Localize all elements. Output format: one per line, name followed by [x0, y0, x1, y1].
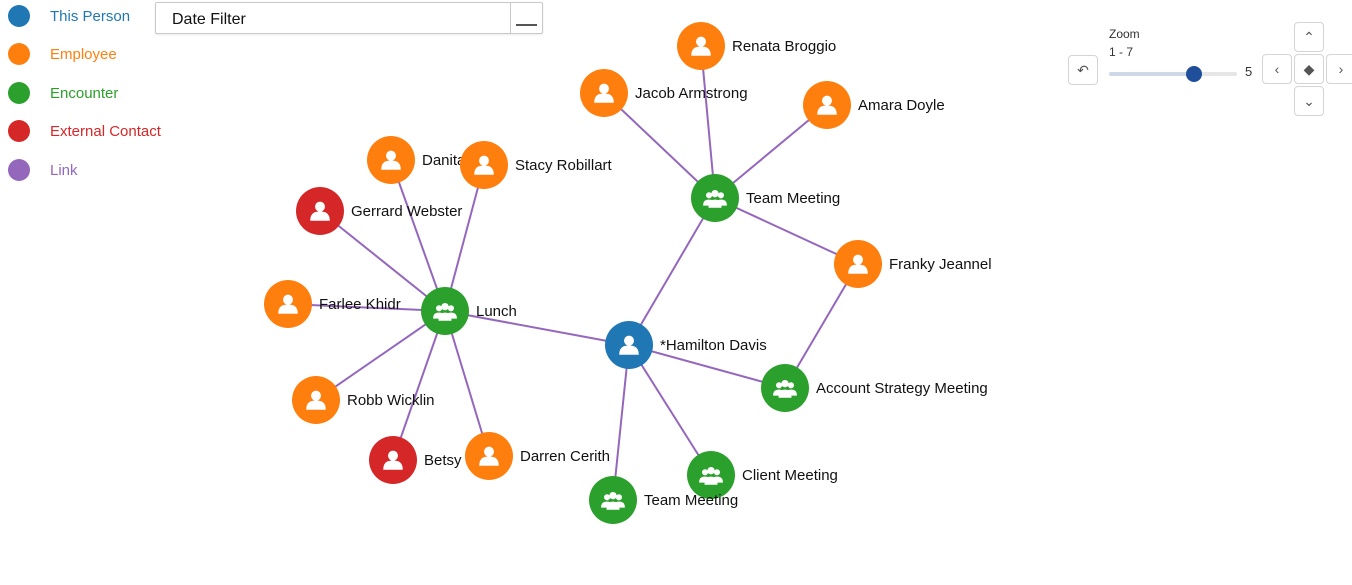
node-label: Team Meeting [746, 190, 840, 207]
center-button[interactable]: ◆ [1294, 54, 1324, 84]
node-farlee[interactable]: Farlee Khidr [264, 280, 401, 328]
node-team1[interactable]: Team Meeting [691, 174, 840, 222]
link-lunch-stacy [444, 164, 485, 312]
zoom-slider-fill [1109, 72, 1195, 76]
node-danita[interactable]: Danita [367, 136, 466, 184]
link-hamilton-team1 [628, 197, 716, 346]
node-client[interactable]: Client Meeting [687, 451, 838, 499]
legend-label: This Person [50, 7, 131, 25]
diamond-icon: ◆ [1303, 60, 1315, 77]
legend-swatch [8, 82, 30, 104]
link-hamilton-acct [628, 344, 786, 389]
date-filter-collapse-button[interactable] [510, 3, 542, 33]
legend-swatch [8, 5, 30, 27]
date-filter[interactable]: Date Filter [155, 2, 543, 34]
zoom-slider[interactable] [1109, 66, 1237, 82]
node-renata[interactable]: Renata Broggio [677, 22, 836, 70]
chevron-left-icon: ‹ [1274, 61, 1280, 77]
node-label: Robb Wicklin [347, 392, 435, 409]
legend-swatch [8, 159, 30, 181]
link-lunch-robb [315, 310, 446, 401]
link-lunch-gerrard [319, 210, 446, 312]
node-label: Team Meeting [644, 492, 738, 509]
node-hamilton[interactable]: *Hamilton Davis [605, 321, 767, 369]
node-darren[interactable]: Darren Cerith [465, 432, 610, 480]
node-team2[interactable]: Team Meeting [589, 476, 738, 524]
link-team1-renata [700, 45, 716, 199]
link-lunch-danita [390, 159, 446, 312]
node-circle[interactable] [589, 476, 637, 524]
link-hamilton-client [628, 344, 712, 476]
link-lunch-darren [444, 310, 490, 457]
node-robb[interactable]: Robb Wicklin [292, 376, 435, 424]
link-team1-amara [714, 104, 828, 199]
node-label: Account Strategy Meeting [816, 380, 988, 397]
node-circle[interactable] [687, 451, 735, 499]
node-label: Farlee Khidr [319, 296, 401, 313]
node-gerrard[interactable]: Gerrard Webster [296, 187, 462, 235]
node-label: *Hamilton Davis [660, 337, 767, 354]
node-jacob[interactable]: Jacob Armstrong [580, 69, 748, 117]
link-hamilton-lunch [444, 310, 630, 346]
link-team1-franky [714, 197, 859, 265]
node-label: Renata Broggio [732, 38, 836, 55]
node-label: Client Meeting [742, 467, 838, 484]
node-label: Amara Doyle [858, 97, 945, 114]
chevron-up-icon: ⌃ [1303, 28, 1315, 45]
link-team1-jacob [603, 92, 716, 199]
legend-label: Employee [50, 45, 117, 63]
pan-left-button[interactable]: ‹ [1262, 54, 1292, 84]
legend-swatch [8, 43, 30, 65]
node-label: Jacob Armstrong [635, 85, 748, 102]
node-amara[interactable]: Amara Doyle [803, 81, 945, 129]
legend-item-external-contact: External Contact [8, 119, 161, 143]
node-stacy[interactable]: Stacy Robillart [460, 141, 613, 189]
link-hamilton-team2 [612, 344, 630, 501]
node-circle[interactable] [691, 174, 739, 222]
zoom-value: 5 [1245, 64, 1253, 79]
legend-swatch [8, 120, 30, 142]
node-label: Gerrard Webster [351, 203, 462, 220]
node-circle[interactable] [421, 287, 469, 335]
legend-item-this-person: This Person [8, 4, 130, 28]
node-label: Franky Jeannel [889, 256, 992, 273]
link-lunch-farlee [287, 303, 446, 312]
node-label: Stacy Robillart [515, 157, 613, 174]
legend-label: External Contact [50, 122, 161, 140]
zoom-title: Zoom [1109, 27, 1140, 41]
chevron-right-icon: › [1338, 61, 1344, 77]
legend-label: Link [50, 161, 78, 179]
minimize-icon [516, 24, 537, 26]
reset-zoom-button[interactable]: ↶ [1068, 55, 1098, 85]
legend-item-link: Link [8, 158, 78, 182]
pan-down-button[interactable]: ⌄ [1294, 86, 1324, 116]
zoom-panel: ↶ Zoom 1 - 7 5 ⌃ ‹ ◆ › ⌄ [1060, 18, 1352, 128]
node-franky[interactable]: Franky Jeannel [834, 240, 992, 288]
node-circle[interactable] [761, 364, 809, 412]
undo-icon: ↶ [1077, 61, 1089, 78]
legend-item-employee: Employee [8, 42, 117, 66]
link-lunch-betsy [392, 310, 446, 461]
chevron-down-icon: ⌄ [1303, 92, 1315, 109]
node-label: Lunch [476, 303, 517, 320]
pan-right-button[interactable]: › [1326, 54, 1352, 84]
legend-label: Encounter [50, 84, 119, 102]
zoom-slider-thumb[interactable] [1186, 66, 1203, 82]
node-label: Danita [422, 152, 466, 169]
node-acct[interactable]: Account Strategy Meeting [761, 364, 988, 412]
legend-item-encounter: Encounter [8, 81, 118, 105]
date-filter-label: Date Filter [172, 11, 246, 28]
links-layer [287, 45, 859, 501]
zoom-range: 1 - 7 [1109, 45, 1134, 59]
pan-up-button[interactable]: ⌃ [1294, 22, 1324, 52]
node-lunch[interactable]: Lunch [421, 287, 517, 335]
node-label: Darren Cerith [520, 448, 610, 465]
